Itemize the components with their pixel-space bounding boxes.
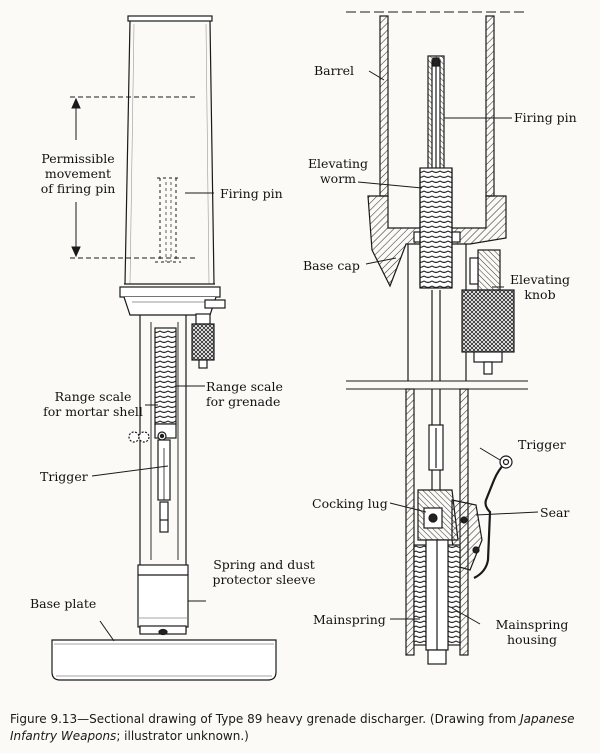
label-sear: Sear: [540, 505, 570, 520]
label-base-cap: Base cap: [303, 258, 360, 273]
right-sectional-view: [346, 11, 539, 665]
label-firing-pin-left: Firing pin: [220, 186, 283, 201]
caption-source-title: Japanese Infantry Weapons: [10, 712, 575, 743]
right-elevating-knob: [461, 249, 515, 375]
caption-prefix: Figure 9.13—Sectional drawing of Type 89…: [10, 712, 521, 726]
label-base-plate: Base plate: [30, 596, 97, 611]
label-trigger-left: Trigger: [40, 469, 88, 484]
label-firing-pin-right: Firing pin: [514, 110, 577, 125]
left-base-cap: [119, 286, 226, 369]
figure-caption: Figure 9.13—Sectional drawing of Type 89…: [10, 711, 594, 745]
label-mainspring: Mainspring: [313, 612, 386, 627]
right-elevating-worm: [419, 167, 453, 289]
left-firing-pin: [155, 177, 181, 263]
label-barrel: Barrel: [314, 63, 354, 78]
caption-suffix: ; illustrator unknown.): [116, 729, 249, 743]
right-trigger: [473, 455, 513, 579]
label-cocking-lug: Cocking lug: [312, 496, 388, 511]
permissible-movement-dimension: [70, 96, 196, 259]
right-leader-lines: [357, 70, 539, 625]
left-leader-lines: [91, 192, 214, 642]
left-base-plate: [51, 639, 277, 681]
label-trigger-right: Trigger: [518, 437, 566, 452]
sectional-drawing: [51, 11, 539, 681]
left-barrel: [124, 15, 215, 285]
left-column: [128, 315, 189, 636]
right-mainspring: [413, 539, 461, 665]
left-external-view: [51, 15, 277, 681]
break-lines: [346, 11, 528, 390]
